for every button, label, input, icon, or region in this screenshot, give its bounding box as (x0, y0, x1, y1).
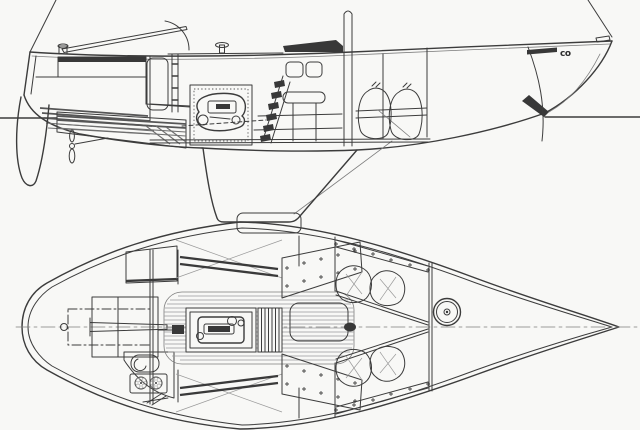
bow-boottop-shade (522, 95, 549, 117)
forepeak-brace (377, 109, 411, 138)
coaming-cap-shade (58, 57, 146, 62)
cabin-top-line (167, 52, 284, 55)
prop-hub (69, 143, 75, 149)
galley-plan (123, 351, 175, 406)
toe-rail-inner-line (27, 227, 613, 426)
engine (195, 92, 247, 132)
settee-port (281, 353, 363, 411)
engine-compartment (189, 84, 253, 146)
companionway-ladder-profile (260, 75, 291, 144)
saloon-table-plan (289, 302, 349, 342)
cockpit-winch (58, 45, 68, 55)
hull-outline-plan (21, 221, 620, 430)
transom-inner (30, 55, 37, 95)
engine-plan (157, 307, 283, 353)
burner-fwd (149, 376, 163, 390)
drain-hatch-marks (142, 393, 169, 406)
mushroom-vent (215, 42, 229, 54)
backstay-line (29, 0, 57, 53)
sink-bowl-swirl (133, 358, 147, 372)
tiller (61, 26, 188, 53)
shaft-centerline (181, 119, 267, 127)
cockpit-seats (91, 296, 159, 358)
cockpit-profile (35, 20, 191, 108)
mast-profile (343, 10, 353, 147)
cockpit-well (67, 308, 151, 346)
construction-line (293, 140, 393, 215)
mast-step (344, 322, 356, 332)
engine-compartment-insulation (193, 88, 249, 142)
two-burner-stove (129, 373, 168, 394)
companionway-door (146, 57, 169, 111)
cabin-sole-lower (149, 141, 429, 144)
companionway-ladder-plan (257, 307, 283, 353)
chain-locker-bulkhead (527, 46, 544, 142)
cabin-profile (146, 35, 611, 113)
propeller (68, 129, 109, 164)
sail-bags-plan (335, 265, 406, 387)
burner-aft (134, 376, 148, 390)
cabin-window-fwd (305, 61, 323, 78)
hatch-slide-rail (171, 53, 179, 113)
companionway-hatch-arc (164, 20, 190, 51)
galley-counter-line (149, 103, 191, 107)
stem-inner-line (548, 53, 601, 113)
panel-fiddle (125, 277, 178, 283)
hull-profile (0, 40, 640, 215)
rigging (29, 0, 613, 53)
sea-hood (283, 40, 343, 52)
settee-back-line (257, 113, 343, 117)
settee-seat-line (253, 127, 343, 131)
cabin-window-aft (285, 61, 304, 78)
bow-branding: co (527, 47, 571, 59)
quarter-berth (56, 111, 187, 149)
builder-logo: co (560, 49, 571, 59)
rudder-blade (15, 96, 50, 187)
genoa-tracks-aft (179, 255, 279, 397)
forepeak-shelf-upper (355, 107, 428, 112)
engine-top-view (196, 316, 245, 344)
prop-blade-lower (68, 148, 76, 164)
fin-keel (202, 147, 358, 223)
profile-view: co (0, 0, 640, 223)
cockpit-plan (60, 296, 168, 358)
genoa-tracks-fwd (334, 239, 430, 415)
transom (23, 51, 31, 96)
shaft-coupling (172, 325, 184, 334)
interior-profile (56, 46, 544, 149)
prop-blade-upper (69, 129, 75, 143)
winch-top (57, 43, 69, 49)
galley-sink (130, 354, 160, 373)
locker-cross-bracing (175, 239, 283, 413)
prop-shaft (74, 137, 109, 145)
forestay-line (587, 0, 613, 38)
engine-box-inner (189, 311, 253, 349)
sail-bags-profile (357, 81, 423, 141)
hull-bottom-fwd (201, 112, 546, 152)
stem (544, 40, 613, 114)
nav-panel (125, 245, 178, 284)
cove-stripe (527, 47, 557, 55)
saloon-table-profile (282, 91, 326, 142)
plan-view (15, 212, 639, 430)
bow-mooring-cleat (432, 297, 462, 327)
bow-stem-fitting (595, 35, 611, 43)
